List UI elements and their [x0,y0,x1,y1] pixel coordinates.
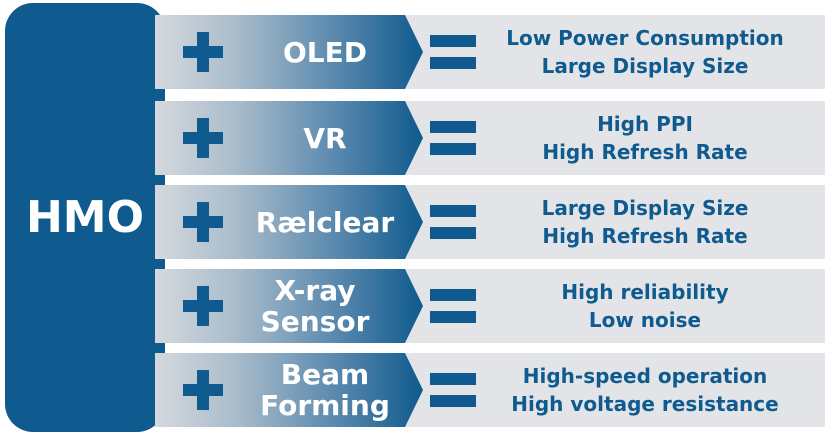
equals-icon [430,373,476,407]
benefit: High PPI [597,112,693,136]
plus-icon [183,118,223,158]
plus-icon [183,32,223,72]
equals-icon [430,289,476,323]
tech-label: X-ray Sensor [260,274,370,338]
equals-icon [430,205,476,239]
plus-icon [183,286,223,326]
benefit: High Refresh Rate [542,140,748,164]
benefit: Large Display Size [541,196,749,220]
tech-label: OLED [282,35,367,69]
benefit: Low noise [588,308,702,332]
hmo-block: HMO [5,3,165,432]
benefit: Low Power Consumption [506,26,784,50]
tech-label: Rælclear [255,205,395,239]
benefit: High voltage resistance [511,392,779,416]
equals-icon [430,121,476,155]
plus-icon [183,370,223,410]
tech-label: VR [303,121,347,155]
benefit: High reliability [561,280,729,304]
benefit: High Refresh Rate [542,224,748,248]
hmo-label: HMO [25,192,144,243]
plus-icon [183,202,223,242]
benefits: High PPI High Refresh Rate [485,101,805,175]
tech-label: Beam Forming [260,358,390,422]
benefit: Large Display Size [541,54,749,78]
row-vr: VR High PPI High Refresh Rate [155,101,825,175]
benefit: High-speed operation [522,364,768,388]
equals-icon [430,35,476,69]
